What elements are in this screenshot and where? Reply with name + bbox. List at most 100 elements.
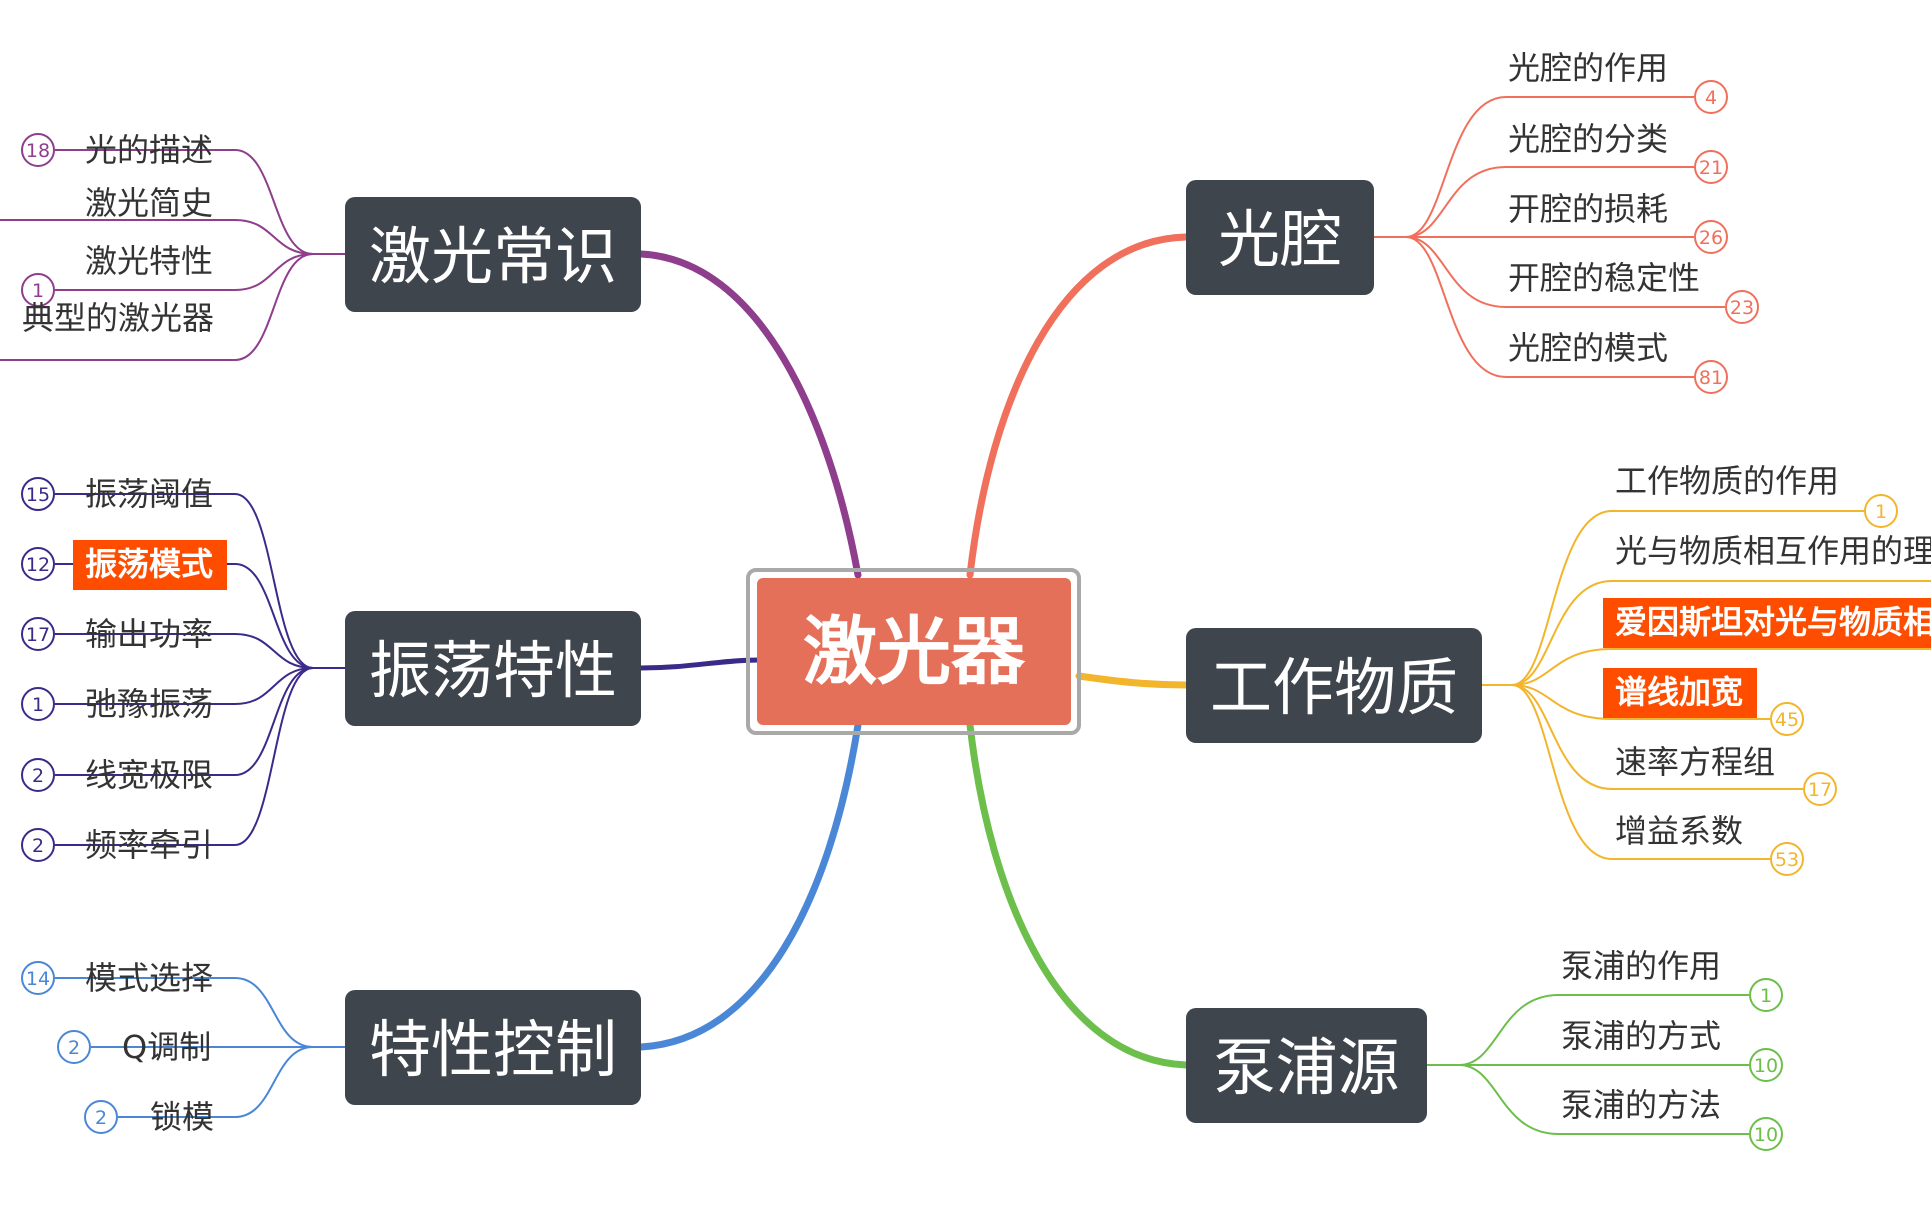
pump-trunk-connector [966,721,1190,1069]
topic-pump-label: 泵浦源 [1213,1031,1399,1104]
count-badge-text: 10 [1754,1055,1778,1077]
leaf-connector [234,667,314,705]
leaf-connector [1458,994,1560,1066]
leaf-label: 爱因斯坦对光与物质相 [1615,603,1931,641]
topic-knowledge-box [345,197,641,312]
count-badge-text: 2 [95,1107,107,1129]
leaf-medium-1[interactable]: 光与物质相互作用的理 [1511,532,1931,686]
leaf-label: 弛豫振荡 [85,685,213,723]
topic-knowledge[interactable]: 激光常识 [345,197,641,312]
count-badge [21,477,55,511]
topic-oscillation[interactable]: 振荡特性 [345,611,641,726]
count-badge [21,961,55,995]
leaf-connector [1511,648,1613,686]
leaf-highlight [1603,668,1757,718]
count-badge [1749,1117,1783,1151]
topic-medium[interactable]: 工作物质 [1186,628,1482,743]
leaf-label: 工作物质的作用 [1615,462,1839,500]
count-badge [21,687,55,721]
leaf-connector [1405,236,1507,308]
topic-control[interactable]: 特性控制 [345,990,641,1105]
leaf-connector [234,977,314,1048]
count-badge [21,617,55,651]
leaf-connector [234,253,314,361]
control-trunk-connector [637,721,862,1051]
medium-trunk-connector [1075,672,1190,689]
count-badge [1694,360,1728,394]
topic-oscillation-label: 振荡特性 [369,634,617,707]
count-badge-text: 26 [1699,227,1723,249]
count-badge [21,828,55,862]
topic-cavity-box [1186,180,1374,295]
leaf-label: 光腔的作用 [1508,49,1668,87]
leaf-label: 振荡阈值 [85,475,213,513]
leaf-connector [234,633,314,669]
count-badge [1749,978,1783,1012]
count-badge-text: 10 [1754,1124,1778,1146]
count-badge-text: 12 [26,554,50,576]
connectors-layer [313,233,1512,1069]
central-topic-label: 激光器 [803,609,1026,695]
leaf-label: 速率方程组 [1615,743,1775,781]
count-badge-text: 1 [32,280,44,302]
topic-cavity[interactable]: 光腔 [1186,180,1374,295]
leaf-highlight [1603,598,1931,648]
leaf-connector [1405,236,1507,378]
count-badge [1864,494,1898,528]
leaf-label: 泵浦的作用 [1561,947,1721,985]
count-badge [1694,150,1728,184]
leaf-connector [1458,1064,1560,1135]
leaf-connector [1511,510,1613,686]
leaf-connector [1405,166,1507,238]
count-badge-text: 14 [26,968,50,990]
knowledge-trunk-connector [637,250,862,579]
count-badge [21,758,55,792]
count-badge-text: 17 [26,624,50,646]
leaf-label: 激光简史 [85,184,213,222]
central-topic-box [757,578,1071,725]
topic-control-box [345,990,641,1105]
topic-cavity-label: 光腔 [1218,203,1342,276]
count-badge [1694,220,1728,254]
leaf-connector [234,667,314,776]
leaf-medium-2[interactable]: 爱因斯坦对光与物质相 [1511,598,1931,686]
leaf-control-0[interactable]: 14 模式选择 [21,959,314,1048]
leaf-connector [234,667,314,846]
leaf-knowledge-1[interactable]: 激光简史 [0,184,314,255]
central-topic[interactable]: 激光器 [746,568,1081,735]
leaf-connector [234,493,314,669]
leaf-label: 频率牵引 [85,826,213,864]
count-badge-text: 15 [26,484,50,506]
count-badge [21,133,55,167]
leaf-connector [234,253,314,291]
leaf-knowledge-3[interactable]: 典型的激光器 [0,253,314,361]
oscillation-trunk-connector [638,657,763,671]
leaf-label: 模式选择 [85,959,213,997]
leaf-connector [234,149,314,255]
topic-pump[interactable]: 泵浦源 [1186,1008,1427,1123]
leaf-oscillation-0[interactable]: 15 振荡阈值 [21,475,314,669]
count-badge-text: 18 [26,140,50,162]
